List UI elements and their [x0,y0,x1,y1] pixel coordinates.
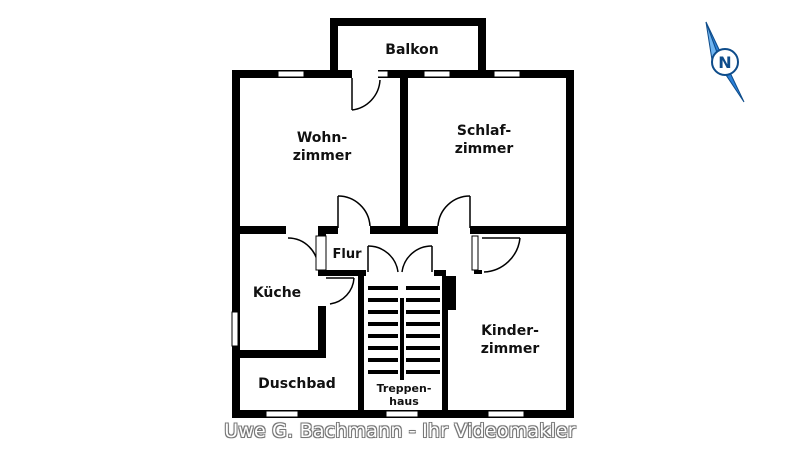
label-duschbad: Duschbad [258,376,336,392]
compass-icon: N [705,21,745,103]
label-kueche: Küche [253,285,301,301]
label-wohnzimmer-1: Wohn- [297,130,347,146]
label-kinderzimmer-1: Kinder- [481,323,539,339]
window [487,410,525,418]
window [277,70,305,78]
footer-credit: Uwe G. Bachmann - Ihr Videomakler [224,420,576,442]
window [231,311,239,347]
wall-kueche-bottom [236,350,326,358]
room-labels: Balkon Wohn- zimmer Schlaf- zimmer Flur … [253,42,540,408]
stair-divider [400,298,404,380]
stair-steps [368,286,440,374]
doors [286,70,521,306]
window [423,70,451,78]
wall-wohn-schlaf [400,74,408,232]
label-kinderzimmer-2: zimmer [481,341,540,357]
label-schlafzimmer-1: Schlaf- [457,123,511,139]
wall-top-flur [236,226,570,234]
wall-kinder-left [446,276,456,310]
window [385,410,419,418]
wall-stair-left [358,276,364,414]
label-wohnzimmer-2: zimmer [293,148,352,164]
label-treppenhaus-1: Treppen- [377,382,432,395]
wall-stair-right [442,276,448,414]
window [493,70,521,78]
label-treppenhaus-2: haus [389,395,419,408]
window [265,410,299,418]
label-schlafzimmer-2: zimmer [455,141,514,157]
label-flur: Flur [332,247,362,262]
compass-letter: N [718,53,731,72]
label-balkon: Balkon [385,42,438,58]
interior-walls [236,74,570,414]
